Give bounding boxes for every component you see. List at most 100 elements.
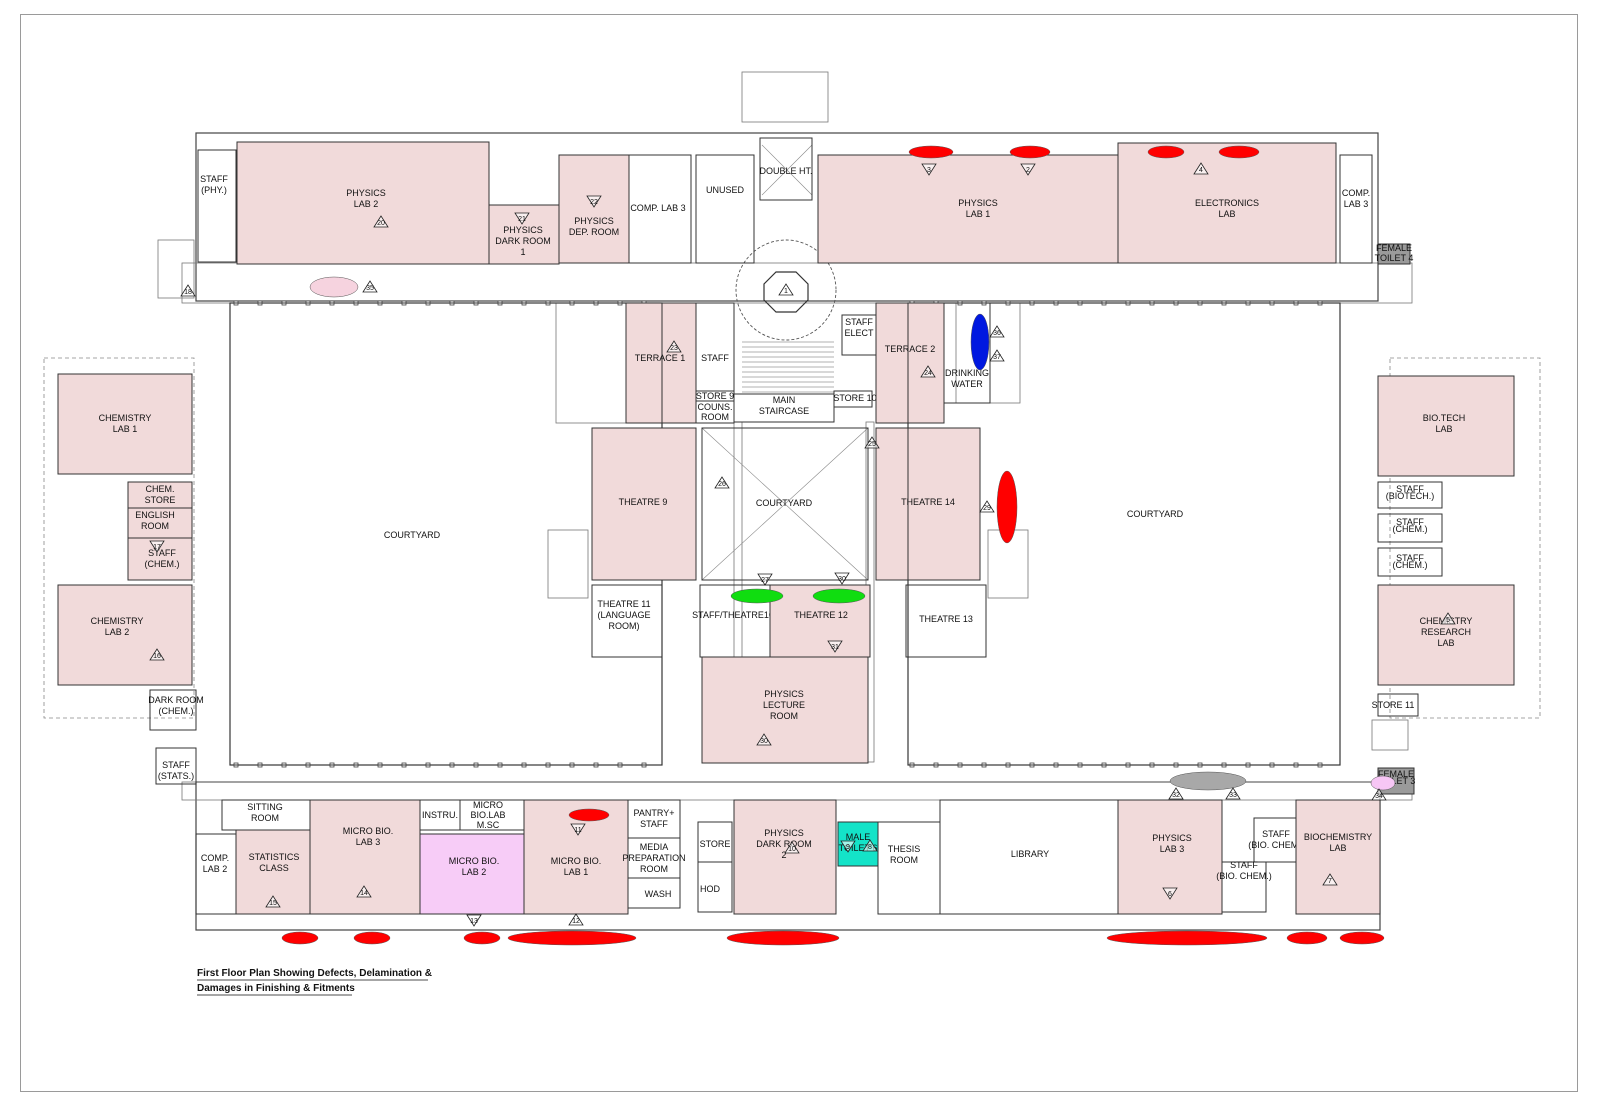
defect-mark[interactable] <box>353 931 391 945</box>
room-micro-bio-lab-2[interactable]: MICRO BIO.LAB 2 <box>419 833 525 915</box>
defect-marker[interactable]: 9 <box>840 840 856 853</box>
defect-marker[interactable]: 12 <box>568 913 584 926</box>
room-staff-chem-r2[interactable]: STAFF(CHEM.) <box>1377 547 1443 577</box>
room-store-bottom[interactable]: STORE <box>697 821 733 863</box>
defect-mark[interactable] <box>996 470 1018 544</box>
room-staff-phy[interactable]: STAFF(PHY.) <box>197 149 237 263</box>
room-store-11[interactable]: STORE 11 <box>1372 693 1419 717</box>
room-terrace-1[interactable]: TERRACE 1 <box>625 302 697 424</box>
room-pantry-staff[interactable]: PANTRY+STAFF <box>627 799 681 839</box>
defect-marker[interactable]: 17 <box>149 540 165 553</box>
room-staff-stats[interactable]: STAFF(STATS.) <box>155 747 197 785</box>
room-terrace-2[interactable]: TERRACE 2 <box>875 302 945 424</box>
room-staff-center[interactable]: STAFF <box>695 302 735 392</box>
room-instru[interactable]: INSTRU. <box>419 799 461 831</box>
room-dark-room-chem[interactable]: DARK ROOM(CHEM.) <box>148 689 204 731</box>
room-hod[interactable]: HOD <box>697 861 733 913</box>
defect-marker[interactable]: 14 <box>356 885 372 898</box>
defect-marker[interactable]: 10 <box>784 841 800 854</box>
defect-mark[interactable] <box>1106 930 1268 946</box>
defect-mark[interactable] <box>1286 931 1328 945</box>
defect-mark[interactable] <box>463 931 501 945</box>
room-theatre-14[interactable]: THEATRE 14 <box>875 427 981 581</box>
defect-marker[interactable]: 24 <box>920 365 936 378</box>
defect-mark[interactable] <box>1218 145 1260 159</box>
defect-mark[interactable] <box>730 588 784 604</box>
room-staff-bio-chem-1[interactable]: STAFF(BIO. CHEM.) <box>1248 817 1304 863</box>
defect-marker[interactable]: 22 <box>586 195 602 208</box>
defect-marker[interactable]: 2 <box>1020 163 1036 176</box>
defect-marker[interactable]: 5 <box>1440 612 1456 625</box>
defect-marker[interactable]: 21 <box>514 212 530 225</box>
defect-marker[interactable]: 36 <box>989 325 1005 338</box>
defect-mark[interactable] <box>1339 931 1385 945</box>
defect-mark[interactable] <box>309 276 359 298</box>
defect-mark[interactable] <box>281 931 319 945</box>
defect-marker[interactable]: 1 <box>778 283 794 296</box>
defect-marker[interactable]: 34 <box>1371 788 1387 801</box>
room-comp-lab-3-left[interactable]: COMP. LAB 3 <box>628 154 692 264</box>
defect-marker[interactable]: 11 <box>570 823 586 836</box>
room-theatre-13[interactable]: THEATRE 13 <box>905 584 987 658</box>
room-courtyard-right[interactable]: COURTYARD <box>907 302 1341 766</box>
room-comp-lab-3-right[interactable]: COMP.LAB 3 <box>1339 154 1373 264</box>
room-chemistry-research-lab[interactable]: CHEMISTRYRESEARCHLAB <box>1377 584 1515 686</box>
room-store-9[interactable]: STORE 9 <box>695 390 735 402</box>
defect-marker[interactable]: 35 <box>362 280 378 293</box>
room-unused[interactable]: UNUSED <box>695 154 755 264</box>
defect-mark[interactable] <box>908 145 954 159</box>
defect-marker[interactable]: 31 <box>827 640 843 653</box>
defect-mark[interactable] <box>1370 775 1396 791</box>
room-courtyard-center[interactable]: COURTYARD <box>701 427 869 581</box>
defect-marker[interactable]: 7 <box>1322 873 1338 886</box>
defect-marker[interactable]: 32 <box>1168 787 1184 800</box>
defect-marker[interactable]: 30 <box>834 572 850 585</box>
defect-marker[interactable]: 4 <box>1193 162 1209 175</box>
room-chem-store[interactable]: CHEM.STORE <box>127 481 193 509</box>
room-theatre-9[interactable]: THEATRE 9 <box>591 427 697 581</box>
room-staff-biotech[interactable]: STAFF(BIOTECH.) <box>1377 481 1443 509</box>
defect-marker[interactable]: 26 <box>714 476 730 489</box>
defect-marker[interactable]: 30 <box>756 733 772 746</box>
room-staff-bio-chem-2[interactable]: STAFF(BIO. CHEM.) <box>1216 860 1272 913</box>
defect-marker[interactable]: 8 <box>862 839 878 852</box>
defect-marker[interactable]: 18 <box>180 284 196 297</box>
defect-mark[interactable] <box>1147 145 1185 159</box>
room-store-10[interactable]: STORE 10 <box>833 390 877 408</box>
defect-mark[interactable] <box>568 808 610 822</box>
defect-mark[interactable] <box>1169 771 1247 791</box>
defect-marker[interactable]: 13 <box>466 914 482 927</box>
defect-marker[interactable]: 25 <box>864 436 880 449</box>
defect-mark[interactable] <box>726 930 840 946</box>
defect-mark[interactable] <box>812 588 866 604</box>
defect-marker[interactable]: 37 <box>989 349 1005 362</box>
defect-mark[interactable] <box>507 930 637 946</box>
defect-mark[interactable] <box>970 313 990 371</box>
room-library[interactable]: LIBRARY <box>939 799 1119 915</box>
defect-marker[interactable]: 20 <box>373 215 389 228</box>
defect-mark[interactable] <box>1009 145 1051 159</box>
defect-marker[interactable]: 33 <box>1225 787 1241 800</box>
room-double-ht[interactable]: DOUBLE HT. <box>759 137 813 201</box>
defect-marker[interactable]: 29 <box>979 500 995 513</box>
room-wash[interactable]: WASH <box>627 877 681 909</box>
defect-marker[interactable]: 15 <box>265 895 281 908</box>
